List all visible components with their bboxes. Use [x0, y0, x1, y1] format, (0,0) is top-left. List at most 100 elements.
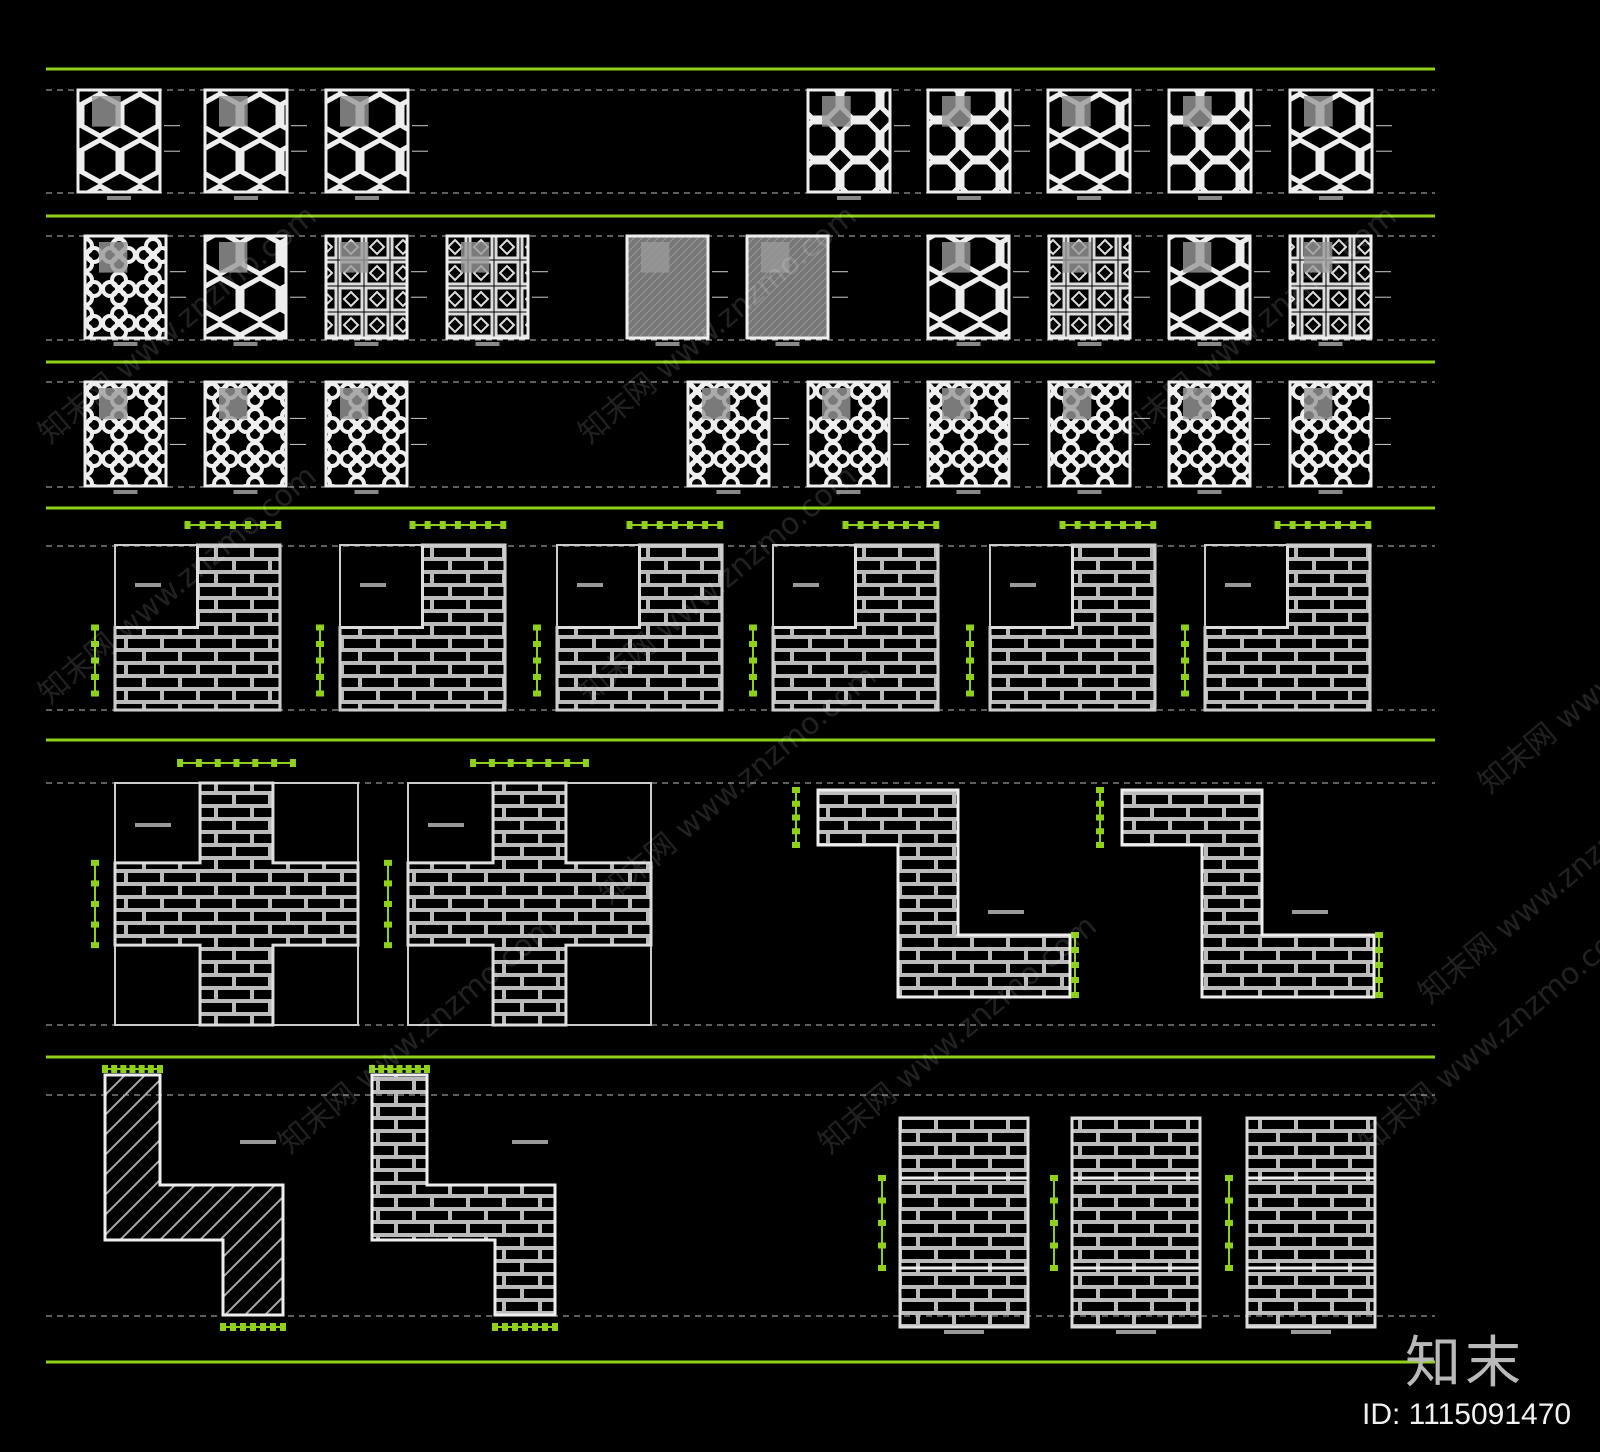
dimension-tick: [138, 1065, 145, 1073]
dimension-tick: [289, 759, 296, 767]
dimension-tick: [533, 641, 541, 647]
dimension-line: [1181, 624, 1189, 697]
dimension-tick: [492, 1323, 498, 1331]
dimension-tick: [384, 859, 392, 866]
dimension-tick: [260, 521, 267, 529]
dimension-tick: [470, 759, 477, 767]
dimension-line: [626, 521, 724, 529]
dimension-tick: [1181, 657, 1189, 664]
dimension-line: [369, 1065, 430, 1073]
detail-callout: [1183, 96, 1212, 127]
dimension-tick: [1181, 624, 1189, 631]
dimension-tick: [1225, 1242, 1233, 1249]
dimension-tick: [1304, 521, 1311, 529]
rectangular-paving: [898, 1116, 1030, 1334]
panel-label: [956, 490, 981, 494]
dimension-tick: [271, 759, 278, 767]
dimension-tick: [280, 1323, 286, 1331]
dimension-tick: [512, 1323, 518, 1331]
dimension-line: [220, 1323, 286, 1331]
dimension-tick: [1181, 690, 1189, 697]
screen-panel: [1167, 88, 1271, 200]
detail-callout: [1183, 242, 1212, 273]
cross-outline: [113, 781, 360, 1027]
brand-logo: 知末: [1405, 1331, 1525, 1396]
dimension-tick: [488, 759, 495, 767]
dimension-tick: [229, 521, 236, 529]
l-shape-outline: [113, 543, 282, 712]
dimension-tick: [792, 842, 800, 848]
dimension-tick: [1375, 992, 1383, 998]
dimension-tick: [792, 800, 800, 807]
dimension-tick: [384, 880, 392, 887]
dimension-tick: [1150, 521, 1157, 529]
dimension-line: [792, 787, 800, 848]
dimension-line: [409, 521, 507, 529]
l-shape-label: [1010, 583, 1036, 587]
dimension-tick: [656, 521, 663, 529]
detail-callout: [340, 242, 369, 273]
dimension-tick: [542, 1323, 548, 1331]
dimension-tick: [1335, 521, 1341, 529]
l-shape-frame: [556, 544, 723, 711]
l-shape-frame: [114, 544, 281, 711]
detail-callout: [461, 242, 490, 273]
screen-panel: [1047, 234, 1150, 346]
dimension-tick: [129, 1065, 136, 1073]
dimension-tick: [887, 521, 894, 529]
cross-label: [428, 823, 464, 827]
dimension-tick: [195, 759, 202, 767]
detail-callout: [822, 96, 851, 127]
dimension-tick: [702, 521, 709, 529]
dimension-line: [470, 759, 589, 767]
dimension-tick: [1074, 521, 1081, 529]
dimension-tick: [1135, 521, 1142, 529]
panel-label: [716, 490, 741, 494]
l-shape-frame: [1204, 544, 1371, 711]
dimension-tick: [454, 521, 461, 529]
dimension-line: [1274, 521, 1372, 529]
dimension-tick: [582, 759, 589, 767]
dimension-line: [1071, 932, 1079, 998]
l-shape-outline: [338, 543, 507, 712]
dimension-tick: [966, 624, 974, 631]
dimension-tick: [240, 1323, 246, 1331]
rectangular-paving: [1070, 1116, 1202, 1334]
cross-label: [135, 823, 171, 827]
dimension-tick: [878, 1265, 886, 1271]
l-shape-outline: [555, 543, 724, 712]
dimension-line: [1050, 1175, 1058, 1271]
step-outline: [370, 1073, 557, 1317]
panel-label: [1197, 490, 1222, 494]
panel-label: [837, 196, 861, 200]
l-shape-label: [1225, 583, 1251, 587]
dimension-tick: [1096, 800, 1104, 807]
screen-panel: [806, 88, 910, 200]
dimension-tick: [91, 942, 99, 949]
dimension-tick: [369, 1065, 375, 1073]
l-shape-frame: [339, 544, 506, 711]
dimension-tick: [1089, 521, 1096, 529]
screen-panel: [324, 380, 427, 494]
dimension-tick: [157, 1065, 163, 1073]
rect-paving-frame: [1070, 1116, 1202, 1329]
panel-label: [1197, 342, 1222, 346]
detail-callout: [1183, 388, 1212, 420]
dimension-tick: [396, 1065, 403, 1073]
detail-callout: [1063, 242, 1092, 273]
dimension-tick: [878, 1175, 886, 1181]
dimension-tick: [1225, 1220, 1233, 1226]
dimension-tick: [966, 690, 974, 697]
dimension-tick: [1181, 674, 1189, 680]
dimension-tick: [214, 521, 221, 529]
dimension-tick: [1181, 641, 1189, 647]
dimension-tick: [500, 521, 507, 529]
screen-panel: [1046, 88, 1150, 200]
step-shaped-paving: [370, 1073, 557, 1317]
dimension-tick: [424, 521, 431, 529]
screen-panel: [926, 88, 1030, 200]
dimension-line: [1059, 521, 1157, 529]
panel-label: [233, 490, 258, 494]
rect-paving-label: [1291, 1330, 1331, 1334]
dimension-tick: [1120, 521, 1126, 529]
